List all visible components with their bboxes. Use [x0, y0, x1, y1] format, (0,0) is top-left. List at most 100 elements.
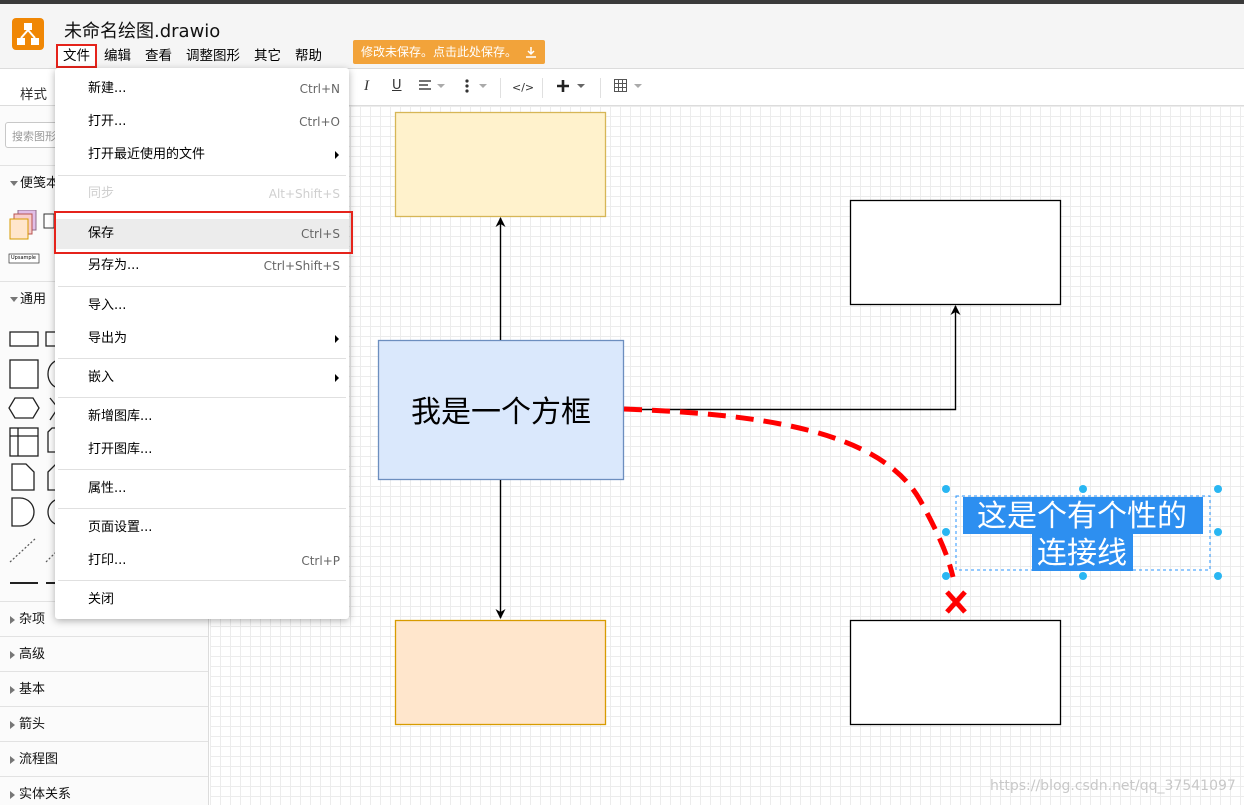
watermark-text: https://blog.csdn.net/qq_37541097 — [990, 778, 1236, 794]
style-tab[interactable]: 样式 — [20, 87, 47, 103]
menu-item-label: 保存 — [88, 226, 115, 241]
selection-handles[interactable] — [942, 485, 1222, 580]
menu-item-shortcut: Ctrl+N — [299, 82, 340, 96]
section-label: 便笺本 — [20, 176, 60, 191]
menu-help[interactable]: 帮助 — [295, 48, 322, 64]
chevron-right-icon — [10, 720, 15, 729]
menu-file[interactable]: 文件 — [56, 44, 97, 68]
menu-item-save[interactable]: 保存 Ctrl+S — [55, 219, 349, 249]
section-label: 杂项 — [19, 612, 46, 627]
menu-item-export-as[interactable]: 导出为 — [55, 324, 349, 354]
menu-item-label: 导出为 — [88, 331, 128, 346]
toolbar-separator — [542, 78, 543, 98]
section-label: 流程图 — [19, 752, 59, 767]
section-basic[interactable]: 基本 — [0, 671, 208, 706]
white-rectangle-bottom[interactable] — [849, 619, 1062, 726]
section-advanced[interactable]: 高级 — [0, 636, 208, 671]
connector-right[interactable] — [624, 305, 961, 411]
menu-view[interactable]: 查看 — [145, 48, 172, 64]
drawio-logo-icon[interactable] — [12, 18, 44, 50]
insert-plus-icon[interactable] — [555, 78, 589, 98]
center-box[interactable] — [377, 339, 625, 481]
center-box-label[interactable]: 我是一个方框 — [411, 395, 591, 430]
chevron-right-icon — [10, 650, 15, 659]
menu-item-label: 关闭 — [88, 592, 115, 607]
menu-item-open[interactable]: 打开... Ctrl+O — [55, 107, 349, 137]
menu-separator — [58, 175, 346, 176]
menu-separator — [58, 508, 346, 509]
window-top-bar — [0, 0, 1244, 4]
menu-item-open-library[interactable]: 打开图库... — [55, 435, 349, 465]
chevron-right-icon — [10, 790, 15, 799]
yellow-rectangle[interactable] — [394, 111, 607, 218]
app-header: 未命名绘图.drawio 文件 编辑 查看 调整图形 其它 帮助 修改未保存。点… — [0, 4, 1244, 68]
section-flowchart[interactable]: 流程图 — [0, 741, 208, 776]
submenu-arrow-icon — [335, 151, 339, 159]
dashed-custom-connector[interactable] — [623, 406, 956, 578]
menu-item-save-as[interactable]: 另存为... Ctrl+Shift+S — [55, 251, 349, 281]
label-selection-box — [955, 495, 1211, 571]
unsaved-changes-label: 修改未保存。点击此处保存。 — [361, 45, 518, 59]
download-icon — [526, 47, 537, 58]
menu-item-shortcut: Ctrl+P — [301, 554, 340, 568]
chevron-down-icon — [10, 297, 18, 302]
edge-label-line2[interactable]: 连接线 — [1037, 536, 1127, 571]
section-arrows[interactable]: 箭头 — [0, 706, 208, 741]
chevron-right-icon — [10, 685, 15, 694]
code-icon[interactable]: </> — [512, 81, 535, 94]
menu-item-close[interactable]: 关闭 — [55, 585, 349, 615]
diagram-canvas[interactable] — [210, 106, 1244, 805]
menu-extras[interactable]: 其它 — [254, 48, 281, 64]
menu-edit[interactable]: 编辑 — [104, 48, 131, 64]
menu-separator — [58, 469, 346, 470]
menu-item-new[interactable]: 新建... Ctrl+N — [55, 74, 349, 104]
underline-icon[interactable]: U — [392, 78, 402, 93]
menu-item-shortcut: Ctrl+O — [299, 115, 340, 129]
cross-end-marker-icon — [945, 590, 967, 614]
menu-item-print[interactable]: 打印... Ctrl+P — [55, 546, 349, 576]
menu-item-label: 页面设置... — [88, 520, 153, 535]
menu-item-shortcut: Ctrl+Shift+S — [263, 259, 340, 273]
menu-item-open-recent[interactable]: 打开最近使用的文件 — [55, 140, 349, 170]
orange-rectangle[interactable] — [394, 619, 607, 726]
chevron-down-icon — [10, 181, 18, 186]
toolbar-separator — [500, 78, 501, 98]
menu-item-embed[interactable]: 嵌入 — [55, 363, 349, 393]
menu-item-page-setup[interactable]: 页面设置... — [55, 513, 349, 543]
menu-item-properties[interactable]: 属性... — [55, 474, 349, 504]
menu-item-new-library[interactable]: 新增图库... — [55, 402, 349, 432]
menu-item-label: 新建... — [88, 81, 127, 96]
section-label: 实体关系 — [19, 787, 72, 802]
menu-separator — [58, 358, 346, 359]
more-vertical-icon[interactable] — [460, 78, 490, 98]
menu-arrange[interactable]: 调整图形 — [186, 48, 240, 64]
section-label: 通用 — [20, 292, 47, 307]
italic-icon[interactable]: I — [364, 78, 369, 94]
menu-item-shortcut: Alt+Shift+S — [268, 187, 340, 201]
submenu-arrow-icon — [335, 335, 339, 343]
table-icon[interactable] — [613, 78, 647, 98]
menu-separator — [58, 286, 346, 287]
menu-item-label: 属性... — [88, 481, 127, 496]
align-icon[interactable] — [418, 78, 448, 98]
chevron-right-icon — [10, 615, 15, 624]
edge-label-line1[interactable]: 这是个有个性的 — [977, 499, 1187, 534]
section-label: 箭头 — [19, 717, 46, 732]
menu-bar: 文件 编辑 查看 调整图形 其它 帮助 — [56, 44, 329, 68]
menu-item-label: 另存为... — [88, 258, 140, 273]
section-entity-relation[interactable]: 实体关系 — [0, 776, 208, 805]
menu-item-label: 打印... — [88, 553, 127, 568]
unsaved-changes-button[interactable]: 修改未保存。点击此处保存。 — [353, 40, 546, 64]
submenu-arrow-icon — [335, 374, 339, 382]
menu-item-import[interactable]: 导入... — [55, 291, 349, 321]
menu-item-label: 打开最近使用的文件 — [88, 147, 206, 162]
white-rectangle-top[interactable] — [849, 199, 1062, 306]
menu-item-label: 导入... — [88, 298, 127, 313]
menu-item-shortcut: Ctrl+S — [300, 227, 340, 241]
menu-separator — [58, 580, 346, 581]
document-title[interactable]: 未命名绘图.drawio — [64, 21, 221, 42]
menu-item-label: 打开... — [88, 114, 127, 129]
scratchpad-shapes[interactable] — [8, 210, 58, 270]
menu-item-label: 新增图库... — [88, 409, 153, 424]
